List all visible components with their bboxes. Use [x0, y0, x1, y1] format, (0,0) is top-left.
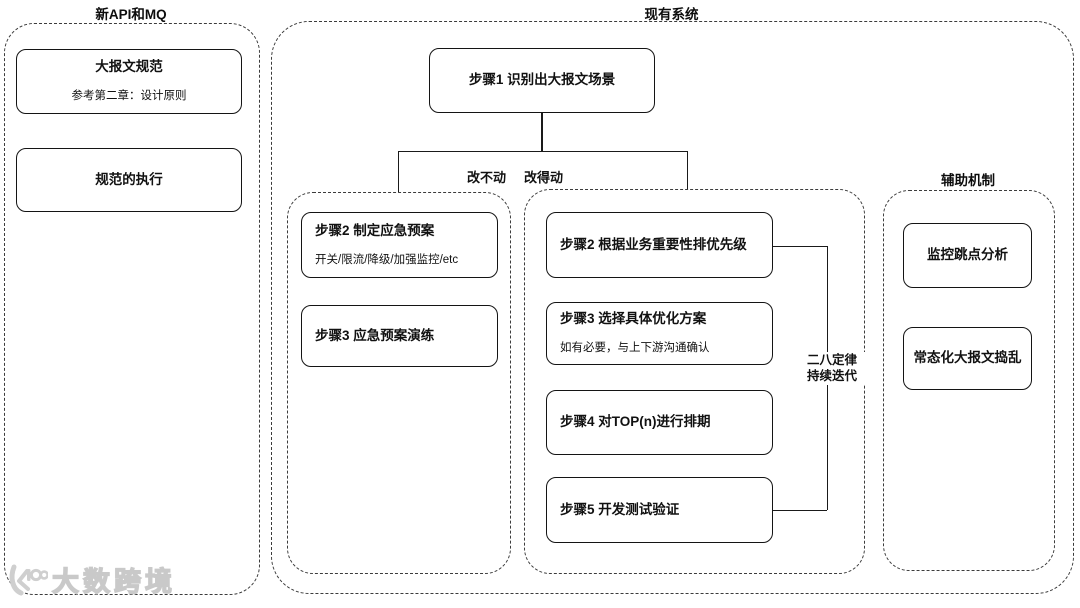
brand-name: 大数跨境 — [51, 566, 176, 597]
node-title: 步骤2 根据业务重要性排优先级 — [560, 236, 747, 252]
connector-step1-down — [541, 113, 543, 151]
node-chaos-routine: 常态化大报文捣乱 — [903, 327, 1032, 390]
node-subtitle: 参考第二章：设计原则 — [71, 90, 187, 103]
node-subtitle: 开关/限流/降级/加强监控/etc — [315, 253, 459, 266]
connector-loop-top — [773, 245, 827, 247]
node-monitor-hop-analysis: 监控跳点分析 — [903, 223, 1032, 288]
loop-label-line1: 二八定律 — [806, 353, 857, 367]
group-existing-system — [271, 21, 1074, 594]
node-step2-emergency-plan: 步骤2 制定应急预案 开关/限流/降级/加强监控/etc — [301, 212, 498, 278]
node-step3-choose-plan: 步骤3 选择具体优化方案 如有必要，与上下游沟通确认 — [546, 302, 773, 365]
node-title: 常态化大报文捣乱 — [913, 350, 1022, 366]
node-bigmsg-spec: 大报文规范 参考第二章：设计原则 — [16, 49, 242, 114]
node-title: 大报文规范 — [95, 59, 163, 74]
node-title: 步骤1 识别出大报文场景 — [468, 72, 616, 88]
connector-loop-bottom — [773, 509, 827, 511]
loop-label-line2: 持续迭代 — [806, 369, 857, 384]
node-step2-prioritize: 步骤2 根据业务重要性排优先级 — [546, 212, 773, 278]
node-title: 规范的执行 — [95, 171, 163, 187]
node-step1-identify: 步骤1 识别出大报文场景 — [429, 48, 655, 113]
group-cannot-change — [287, 192, 511, 574]
loop-label: 二八定律 持续迭代 — [799, 352, 865, 385]
brand-watermark: 大数跨境 — [6, 560, 176, 599]
node-title: 步骤2 制定应急预案 — [315, 222, 435, 238]
node-title: 步骤5 开发测试验证 — [560, 501, 680, 517]
group-new-api-mq — [4, 23, 260, 595]
branch-label-cannot-change: 改不动 — [467, 170, 507, 185]
node-title: 监控跳点分析 — [927, 247, 1008, 263]
node-step5-dev-test: 步骤5 开发测试验证 — [546, 477, 773, 543]
node-title: 步骤3 选择具体优化方案 — [560, 311, 707, 326]
connector-branch-left-down — [397, 151, 399, 192]
group-title-aux-mechanism: 辅助机制 — [941, 173, 995, 188]
connector-branch-right-down — [686, 151, 688, 189]
node-step3-plan-drill: 步骤3 应急预案演练 — [301, 305, 498, 367]
node-title: 步骤4 对TOP(n)进行排期 — [560, 414, 711, 430]
connector-branch-horizontal — [398, 150, 687, 152]
group-aux-mechanism — [883, 190, 1055, 571]
branch-label-can-change: 改得动 — [524, 170, 564, 185]
group-title-new-api-mq: 新API和MQ — [95, 7, 167, 22]
node-title: 步骤3 应急预案演练 — [315, 327, 435, 343]
group-title-existing-system: 现有系统 — [644, 7, 699, 22]
brand-logo-icon — [9, 564, 48, 595]
node-spec-execution: 规范的执行 — [16, 148, 242, 212]
node-step4-schedule: 步骤4 对TOP(n)进行排期 — [546, 390, 773, 455]
node-subtitle: 如有必要，与上下游沟通确认 — [560, 342, 710, 355]
